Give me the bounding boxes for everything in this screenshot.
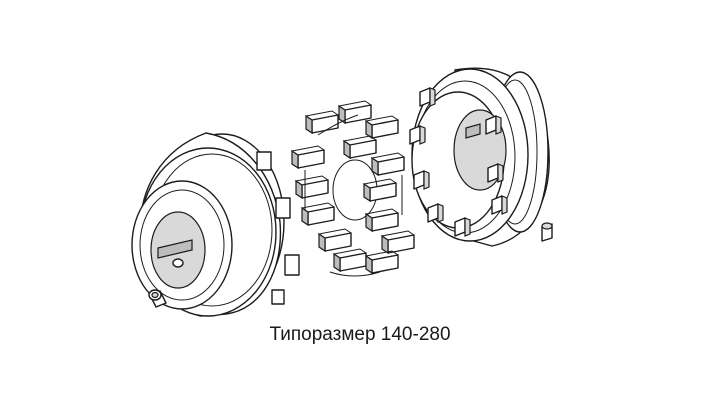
- spider-arm: [343, 135, 377, 159]
- left-hub-jaw: [271, 289, 285, 305]
- set-screw-left: [148, 289, 167, 308]
- left-hub-jaw: [284, 254, 300, 276]
- right-hub-jaw: [485, 115, 502, 135]
- spider-arm: [371, 152, 405, 176]
- spider-arm: [295, 175, 329, 199]
- spider-arm: [301, 202, 335, 226]
- spider-arm: [381, 230, 415, 254]
- right-hub-jaw: [427, 203, 444, 223]
- spider-arm: [365, 208, 399, 232]
- right-hub-jaw: [409, 125, 426, 145]
- elastic-spider-insert: [291, 100, 415, 277]
- left-hub-jaw: [275, 197, 291, 219]
- left-coupling-hub: [131, 132, 300, 317]
- spider-arm: [365, 250, 399, 274]
- spider-arm: [291, 145, 325, 169]
- left-hub-jaw: [256, 151, 272, 171]
- spider-arm: [365, 115, 399, 139]
- size-caption: Типоразмер 140-280: [269, 324, 451, 345]
- spider-arm: [363, 178, 397, 202]
- right-coupling-hub: [409, 67, 550, 247]
- right-hub-jaw: [454, 217, 471, 237]
- right-hub-jaw: [487, 163, 504, 183]
- spider-arm: [305, 110, 339, 134]
- spider-arm: [333, 248, 367, 272]
- right-hub-jaw: [491, 195, 508, 215]
- right-hub-jaw: [419, 87, 436, 107]
- set-screw-right: [541, 222, 553, 242]
- spider-arm: [338, 100, 372, 124]
- right-hub-jaw: [413, 170, 430, 190]
- spider-arm: [318, 228, 352, 252]
